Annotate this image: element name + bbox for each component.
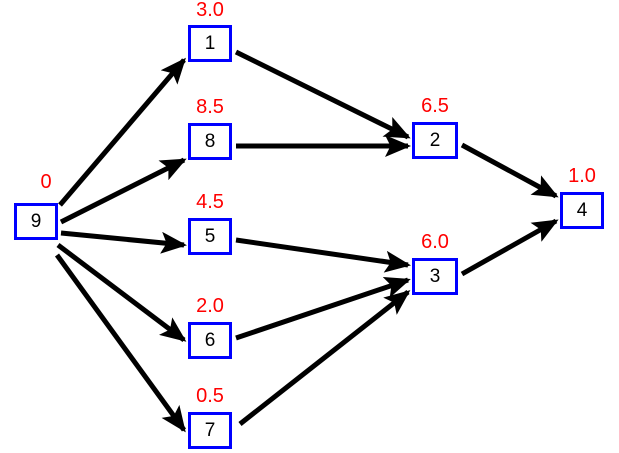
node-value-label-1: 3.0 [196,0,224,21]
node-value-label-9: 0 [40,171,52,193]
graph-node-3[interactable]: 3 [412,258,458,295]
graph-node-7[interactable]: 7 [188,412,232,449]
graph-node-6[interactable]: 6 [188,322,232,359]
edge-9-to-7 [54,253,187,433]
edges [54,49,559,433]
edge-2-to-4 [460,142,559,199]
node-value-label-6: 2.0 [196,295,224,317]
edge-5-to-3 [235,237,411,273]
graph-node-1[interactable]: 1 [188,25,232,62]
node-value-label-3: 6.0 [421,231,449,253]
node-value-label-2: 6.5 [421,95,449,117]
edge-7-to-3 [238,290,411,426]
graph-node-4[interactable]: 4 [560,192,604,229]
graph-node-5[interactable]: 5 [188,218,232,255]
edge-6-to-3 [235,276,411,341]
edge-9-to-1 [58,57,186,207]
node-value-label-7: 0.5 [196,385,224,407]
edge-9-to-8 [59,157,187,225]
graph-node-8[interactable]: 8 [188,123,232,160]
node-value-label-5: 4.5 [196,191,224,213]
edge-1-to-2 [234,49,411,140]
node-value-label-4: 1.0 [568,165,596,187]
graph-node-2[interactable]: 2 [412,122,458,159]
edge-3-to-4 [460,218,559,277]
edge-9-to-6 [56,243,187,342]
graph-node-9[interactable]: 9 [14,203,58,240]
edge-9-to-5 [60,230,187,254]
node-value-label-8: 8.5 [196,96,224,118]
